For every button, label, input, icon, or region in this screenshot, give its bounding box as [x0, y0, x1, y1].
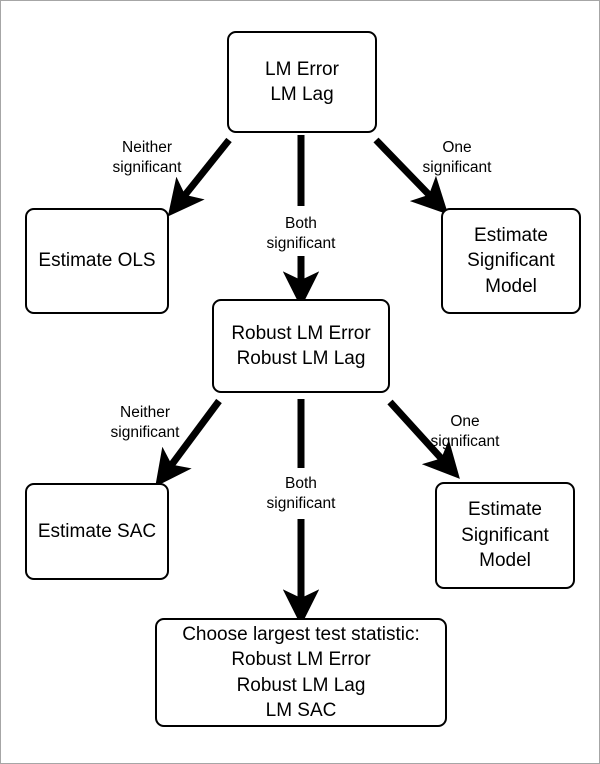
- node-choose-largest-line-4: LM SAC: [265, 699, 337, 721]
- node-estimate-sac-line-1: Estimate SAC: [37, 520, 157, 542]
- edge-neither-significant-1: [167, 137, 232, 217]
- node-choose-largest-line-2: Robust LM Error: [231, 649, 371, 671]
- edge-label-both-significant-1-line-1: Both: [285, 215, 317, 232]
- node-estimate-significant-model-1-line-3: Model: [485, 275, 537, 297]
- edge-label-one-significant-1-line-2: significant: [422, 158, 492, 176]
- edge-label-neither-significant-2-line-1: Neither: [120, 404, 170, 421]
- edge-label-one-significant-2-line-1: One: [450, 413, 480, 430]
- node-estimate-significant-model-1-line-2: Significant: [467, 250, 555, 272]
- node-estimate-significant-model-1[interactable]: Estimate Significant Model: [441, 208, 581, 314]
- node-estimate-significant-model-1-line-1: Estimate: [474, 224, 548, 246]
- edge-label-both-significant-1: Both significant: [244, 214, 358, 254]
- node-robust-lm-tests[interactable]: Robust LM Error Robust LM Lag: [212, 299, 390, 393]
- edge-label-both-significant-1-line-2: significant: [266, 234, 336, 252]
- edge-label-both-significant-2-line-2: significant: [266, 494, 336, 512]
- edge-label-neither-significant-1-line-2: significant: [112, 158, 182, 176]
- node-choose-largest-line-3: Robust LM Lag: [236, 674, 366, 696]
- edge-label-both-significant-2: Both significant: [244, 474, 358, 514]
- node-estimate-significant-model-2-line-2: Significant: [461, 524, 549, 546]
- node-lm-tests-line-1: LM Error: [265, 58, 339, 80]
- node-estimate-significant-model-2[interactable]: Estimate Significant Model: [435, 482, 575, 589]
- edge-label-one-significant-1: One significant: [399, 138, 515, 178]
- node-choose-largest-test-statistic[interactable]: Choose largest test statistic: Robust LM…: [155, 618, 447, 727]
- node-estimate-significant-model-2-line-1: Estimate: [468, 499, 542, 521]
- edge-one-significant-1: [373, 137, 449, 215]
- node-lm-tests-line-2: LM Lag: [270, 84, 334, 105]
- edge-label-both-significant-2-line-1: Both: [285, 475, 317, 492]
- node-robust-lm-tests-line-1: Robust LM Error: [231, 322, 371, 344]
- node-estimate-ols[interactable]: Estimate OLS: [25, 208, 169, 314]
- edge-label-neither-significant-1-line-1: Neither: [122, 139, 172, 156]
- node-estimate-ols-line-1: Estimate OLS: [38, 250, 156, 272]
- node-lm-tests[interactable]: LM Error LM Lag: [227, 31, 377, 133]
- node-estimate-sac[interactable]: Estimate SAC: [25, 483, 169, 580]
- edge-label-neither-significant-2: Neither significant: [85, 403, 205, 443]
- node-choose-largest-line-1: Choose largest test statistic:: [182, 623, 420, 645]
- edge-label-one-significant-2-line-2: significant: [430, 432, 500, 450]
- edge-label-neither-significant-1: Neither significant: [87, 138, 207, 178]
- edge-label-one-significant-2: One significant: [407, 412, 523, 452]
- edge-one-significant-2: [387, 399, 460, 479]
- node-robust-lm-tests-line-2: Robust LM Lag: [236, 348, 366, 369]
- edge-label-neither-significant-2-line-2: significant: [110, 423, 180, 441]
- edge-label-one-significant-1-line-1: One: [442, 139, 472, 156]
- edge-neither-significant-2: [155, 398, 222, 487]
- node-estimate-significant-model-2-line-3: Model: [479, 550, 531, 572]
